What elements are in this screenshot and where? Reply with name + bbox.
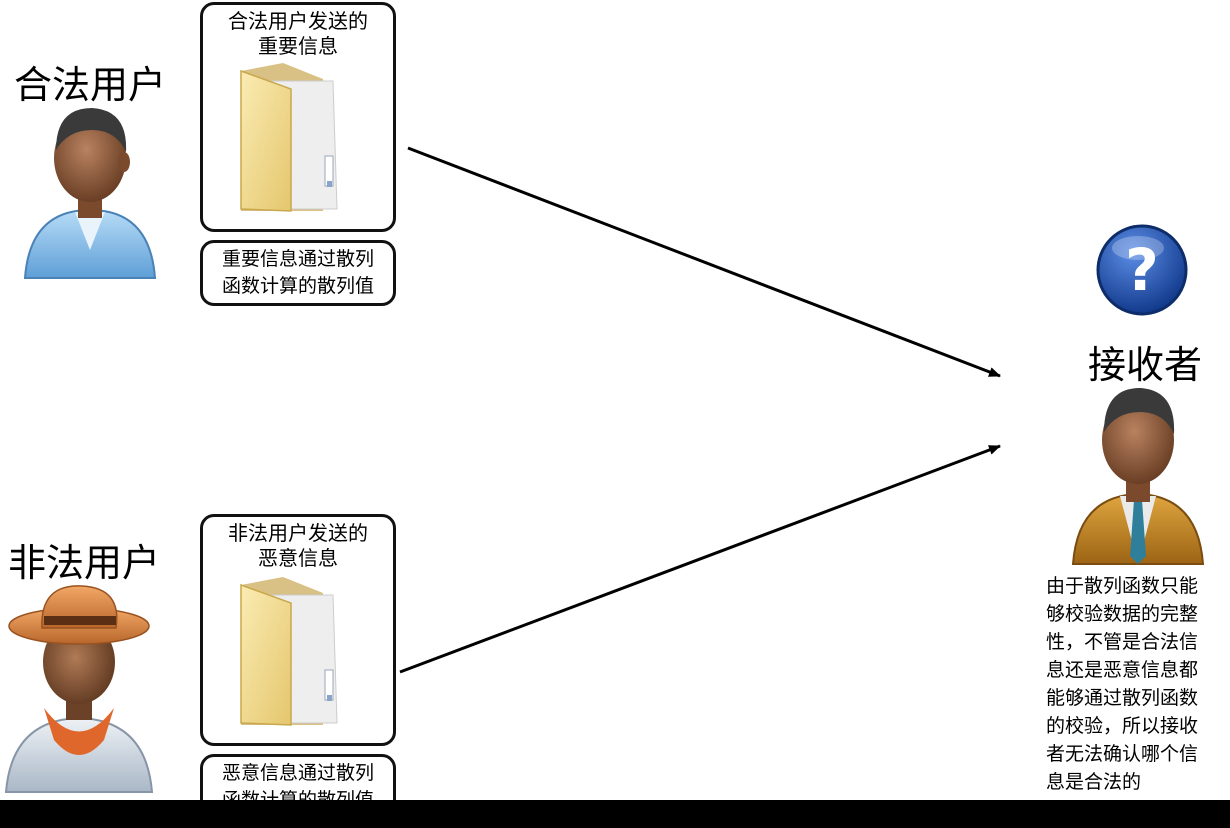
legit-caption-line2: 函数计算的散列值 (221, 275, 374, 297)
illegal-message-box-title: 非法用户发送的 恶意信息 (203, 521, 393, 571)
explanation-line: 息还是恶意信息都 (1046, 659, 1199, 681)
explanation-line: 性，不管是合法信 (1046, 631, 1199, 653)
legit-hash-caption: 重要信息通过散列 函数计算的散列值 (200, 240, 396, 306)
illegal-arrow (399, 444, 1001, 674)
explanation-line: 能够通过散列函数 (1046, 687, 1199, 709)
legit-caption-line1: 重要信息通过散列 (221, 248, 374, 270)
legit-user-label: 合法用户 (14, 63, 167, 107)
explanation-line: 的校验，所以接收 (1046, 715, 1199, 737)
legit-folder-icon (233, 61, 363, 221)
receiver-label: 接收者 (1088, 343, 1203, 387)
illegal-caption-line1: 恶意信息通过散列 (221, 762, 374, 784)
explanation-line: 够校验数据的完整 (1046, 603, 1199, 625)
explanation-line: 由于散列函数只能 (1046, 575, 1199, 597)
bottom-bar (0, 800, 1230, 828)
legit-arrow (407, 146, 1001, 378)
illegal-user-label: 非法用户 (8, 541, 161, 585)
legit-box-title-line1: 合法用户发送的 (228, 9, 368, 33)
question-mark-glyph: ? (1125, 236, 1159, 304)
explanation-line: 息是合法的 (1046, 771, 1142, 793)
illegal-box-title-line2: 恶意信息 (258, 546, 338, 570)
illegal-folder-icon (233, 575, 363, 735)
receiver-explanation: 由于散列函数只能 够校验数据的完整 性，不管是合法信 息还是恶意信息都 能够通过… (1046, 572, 1214, 796)
legit-message-box: 合法用户发送的 重要信息 (200, 2, 396, 232)
illegal-box-title-line1: 非法用户发送的 (228, 521, 368, 545)
legit-message-box-title: 合法用户发送的 重要信息 (203, 9, 393, 59)
legit-user-avatar-icon (20, 100, 160, 280)
illegal-message-box: 非法用户发送的 恶意信息 (200, 514, 396, 746)
explanation-line: 者无法确认哪个信 (1046, 743, 1199, 765)
question-mark-icon: ? (1094, 222, 1190, 318)
illegal-user-avatar-icon (4, 580, 154, 795)
legit-box-title-line2: 重要信息 (258, 34, 338, 58)
receiver-avatar-icon (1068, 380, 1208, 566)
